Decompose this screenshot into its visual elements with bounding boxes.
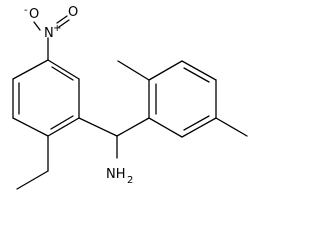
ring-right-double-2 [183,67,210,83]
nitrogen-label: N [44,26,54,41]
ring-right-bond-2 [148,60,183,81]
methyl-groups [117,60,248,137]
benzylic-center: NH 2 [78,117,150,186]
ring-left-bond-4 [12,117,49,137]
nitrogen-charge-label: + [53,23,61,34]
ring-left-double-1 [51,66,74,81]
ring-left-bond-3 [47,117,80,137]
ring-right-double-3 [183,115,210,131]
amine-label: NH [106,167,126,182]
methyl-ortho-bond [117,60,150,81]
ring-right-bond-3 [181,60,217,81]
ring-right-bond-6 [148,117,183,138]
oxygen-charge-label: - [24,5,28,16]
amine-subscript-label: 2 [127,175,133,186]
bond-n-o-double-1 [56,15,68,24]
ring-left-bond-6 [12,59,49,80]
ring-left-bond-1 [47,59,80,80]
nitrophenyl-ring [12,59,80,137]
nitro-group: - O N + O [24,5,78,61]
methyl-meta-bond [215,117,248,137]
bond-left-ring-to-center [78,117,118,137]
ethyl-bond-2 [16,170,49,190]
oxygen-double-label: O [68,5,78,20]
chemical-structure: - O N + O NH 2 [12,5,248,190]
bond-center-to-right-ring [116,117,150,137]
ethyl-group [16,135,49,190]
ring-left-double-2 [50,115,74,130]
bond-o-n [33,21,41,31]
ring-right-bond-5 [181,117,217,138]
dimethylphenyl-ring [148,60,217,138]
oxygen-negative-label: O [29,7,39,22]
bond-n-o-double-2 [58,19,70,28]
